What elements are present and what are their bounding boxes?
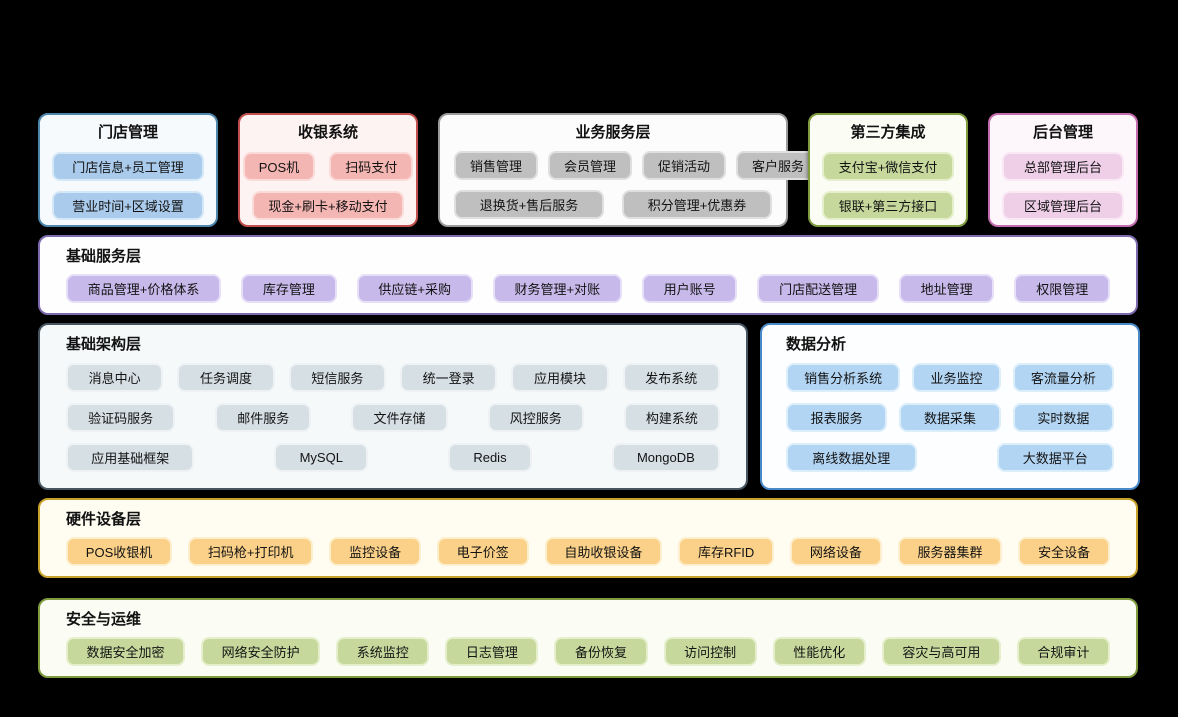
node-risk-control: 风控服务 <box>487 403 584 432</box>
panel-title: 后台管理 <box>1032 124 1093 141</box>
panel-data-analytics: 数据分析 销售分析系统 业务监控 客流量分析 报表服务 数据采集 实时数据 离线… <box>760 323 1140 490</box>
node-pos-register: POS收银机 <box>66 537 173 566</box>
node-hq-backend: 总部管理后台 <box>1002 152 1124 181</box>
node-member-mgmt: 会员管理 <box>548 151 633 180</box>
panel-title: 业务服务层 <box>575 124 651 141</box>
node-data-encryption: 数据安全加密 <box>66 637 186 666</box>
node-inventory-rfid: 库存RFID <box>678 537 775 566</box>
node-sales-mgmt: 销售管理 <box>454 151 539 180</box>
node-bigdata-platform: 大数据平台 <box>996 443 1114 472</box>
panel-backend-management: 后台管理 总部管理后台 区域管理后台 <box>988 113 1138 227</box>
node-access-control: 访问控制 <box>663 637 757 666</box>
node-scan-pay: 扫码支付 <box>329 152 414 181</box>
node-log-mgmt: 日志管理 <box>445 637 539 666</box>
node-promotions: 促销活动 <box>642 151 727 180</box>
node-backup-recovery: 备份恢复 <box>554 637 648 666</box>
node-security-device: 安全设备 <box>1018 537 1110 566</box>
node-build-system: 构建系统 <box>623 403 721 432</box>
node-network-device: 网络设备 <box>790 537 882 566</box>
node-task-scheduler: 任务调度 <box>177 363 275 392</box>
node-electronic-shelf-label: 电子价签 <box>436 537 529 566</box>
node-surveillance-device: 监控设备 <box>329 537 421 566</box>
node-redis: Redis <box>448 443 532 472</box>
panel-third-party-integration: 第三方集成 支付宝+微信支付 银联+第三方接口 <box>808 113 968 227</box>
node-self-checkout: 自助收银设备 <box>544 537 663 566</box>
node-message-center: 消息中心 <box>66 363 164 392</box>
panel-title: 安全与运维 <box>66 611 142 628</box>
node-pos-machine: POS机 <box>242 152 316 181</box>
panel-title: 基础服务层 <box>66 248 142 265</box>
node-mongodb: MongoDB <box>611 443 720 472</box>
node-data-collection: 数据采集 <box>899 403 1001 432</box>
node-business-monitoring: 业务监控 <box>912 363 1001 392</box>
panel-cashier-system: 收银系统 POS机 扫码支付 现金+刷卡+移动支付 <box>238 113 418 227</box>
node-system-monitoring: 系统监控 <box>336 637 430 666</box>
node-cash-card-mobile-pay: 现金+刷卡+移动支付 <box>252 191 404 220</box>
node-unionpay-api: 银联+第三方接口 <box>822 191 954 220</box>
node-compliance-audit: 合规审计 <box>1016 637 1110 666</box>
node-app-module: 应用模块 <box>511 363 609 392</box>
node-business-hours: 营业时间+区域设置 <box>52 191 204 220</box>
panel-title: 基础架构层 <box>66 336 142 353</box>
node-user-account: 用户账号 <box>641 274 738 303</box>
node-email-service: 邮件服务 <box>215 403 312 432</box>
node-report-service: 报表服务 <box>786 403 888 432</box>
panel-store-management: 门店管理 门店信息+员工管理 营业时间+区域设置 <box>38 113 218 227</box>
node-offline-processing: 离线数据处理 <box>786 443 917 472</box>
node-scanner-printer: 扫码枪+打印机 <box>188 537 314 566</box>
node-address-mgmt: 地址管理 <box>898 274 995 303</box>
panel-title: 门店管理 <box>97 124 158 141</box>
node-product-pricing: 商品管理+价格体系 <box>66 274 222 303</box>
node-alipay-wechat-pay: 支付宝+微信支付 <box>822 152 954 181</box>
node-sso-login: 统一登录 <box>399 363 498 392</box>
panel-title: 硬件设备层 <box>66 511 142 528</box>
node-app-framework: 应用基础框架 <box>66 443 195 472</box>
node-store-info: 门店信息+员工管理 <box>52 152 204 181</box>
node-mysql: MySQL <box>274 443 369 472</box>
panel-title: 第三方集成 <box>850 124 926 141</box>
node-customer-service: 客户服务 <box>736 151 821 180</box>
node-file-storage: 文件存储 <box>351 403 448 432</box>
panel-base-service-layer: 基础服务层 商品管理+价格体系 库存管理 供应链+采购 财务管理+对账 用户账号… <box>38 235 1138 315</box>
panel-title: 收银系统 <box>297 124 358 141</box>
node-sales-analytics: 销售分析系统 <box>786 363 901 392</box>
panel-infrastructure-layer: 基础架构层 消息中心 任务调度 短信服务 统一登录 应用模块 发布系统 验证码服… <box>38 323 748 490</box>
node-inventory-mgmt: 库存管理 <box>241 274 337 303</box>
node-realtime-data: 实时数据 <box>1012 403 1114 432</box>
node-release-system: 发布系统 <box>622 363 720 392</box>
node-finance-reconciliation: 财务管理+对账 <box>492 274 622 303</box>
node-supply-chain: 供应链+采购 <box>356 274 473 303</box>
node-disaster-recovery-ha: 容灾与高可用 <box>881 637 1001 666</box>
node-store-delivery: 门店配送管理 <box>757 274 879 303</box>
panel-business-service-layer: 业务服务层 销售管理 会员管理 促销活动 客户服务 退换货+售后服务 积分管理+… <box>438 113 821 227</box>
node-server-cluster: 服务器集群 <box>897 537 1003 566</box>
panel-security-ops: 安全与运维 数据安全加密 网络安全防护 系统监控 日志管理 备份恢复 访问控制 … <box>38 598 1138 678</box>
panel-hardware-layer: 硬件设备层 POS收银机 扫码枪+打印机 监控设备 电子价签 自助收银设备 库存… <box>38 498 1138 578</box>
node-points-coupons: 积分管理+优惠券 <box>622 190 772 219</box>
node-permission-mgmt: 权限管理 <box>1014 274 1110 303</box>
node-returns-aftersales: 退换货+售后服务 <box>454 190 604 219</box>
node-network-security: 网络安全防护 <box>201 637 321 666</box>
node-captcha-service: 验证码服务 <box>66 403 176 432</box>
panel-title: 数据分析 <box>786 336 847 353</box>
node-region-backend: 区域管理后台 <box>1002 191 1124 220</box>
node-traffic-analytics: 客流量分析 <box>1012 363 1114 392</box>
node-sms-service: 短信服务 <box>288 363 386 392</box>
node-performance-tuning: 性能优化 <box>772 637 866 666</box>
